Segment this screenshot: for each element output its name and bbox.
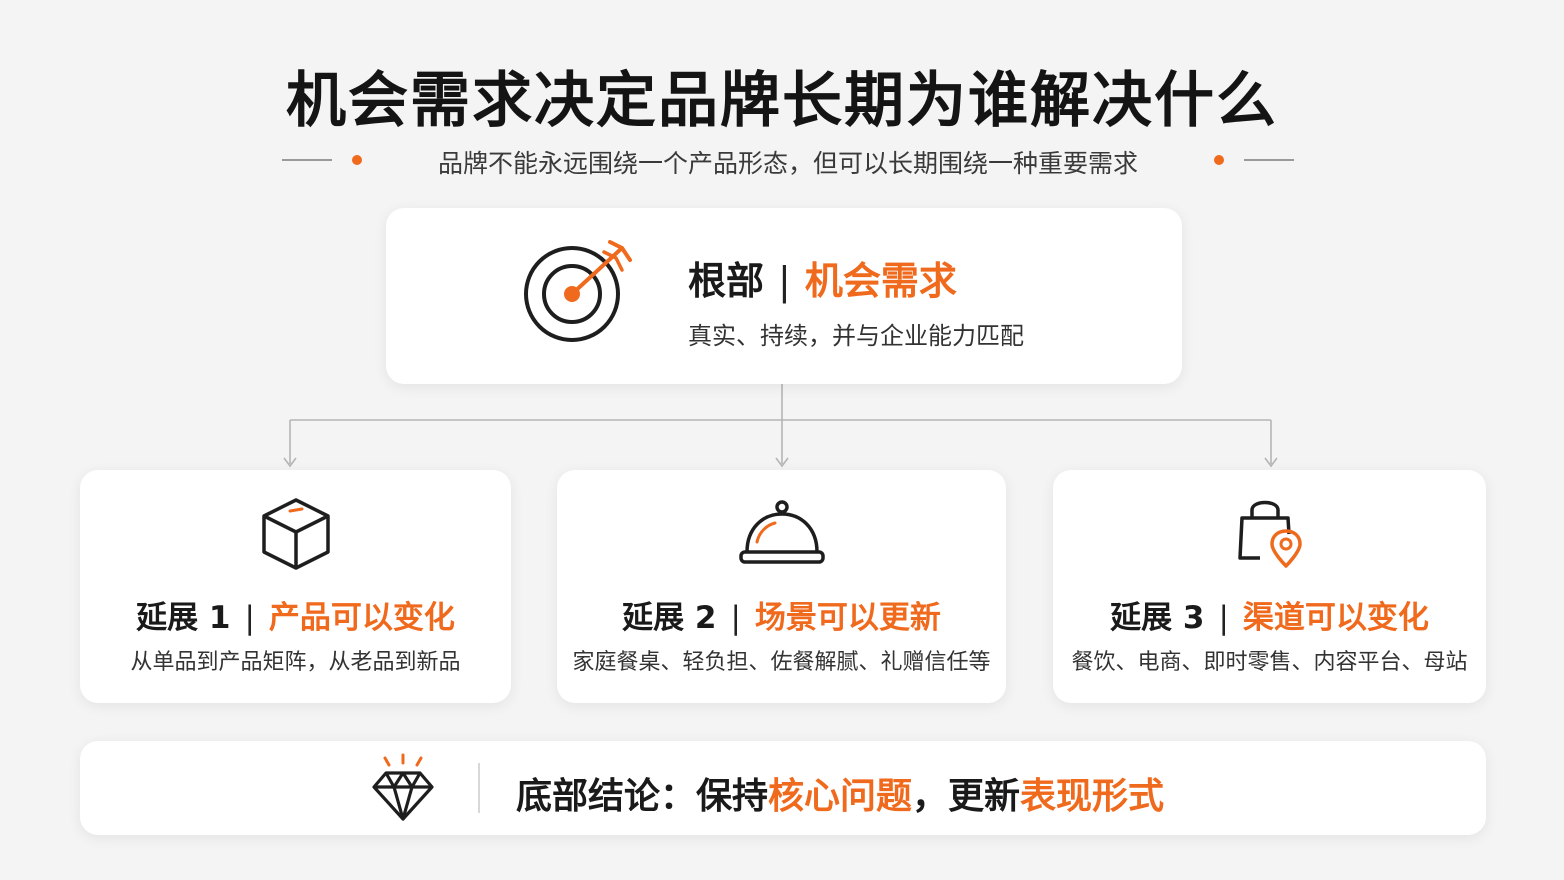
root-heading: 根部 | 机会需求 [688,250,957,305]
extension-card-1: 延展 1 | 产品可以变化 从单品到产品矩阵，从老品到新品 [80,470,511,703]
subtitle-left-dot [352,155,362,165]
cloche-icon [738,500,825,564]
extension-2-description: 家庭餐桌、轻负担、佐餐解腻、礼赠信任等 [572,650,991,675]
extension-2-heading: 延展 2 | 场景可以更新 [557,592,1006,637]
root-label: 根部 [688,259,765,303]
extension-3-heading: 延展 3 | 渠道可以变化 [1053,592,1486,637]
root-highlight: 机会需求 [804,259,957,303]
subtitle-row: 品牌不能永远围绕一个产品形态，但可以长期围绕一种重要需求 [282,142,1294,178]
extension-1-separator: | [244,600,255,636]
conclusion-highlight-1: 核心问题 [768,776,913,817]
extension-3-highlight: 渠道可以变化 [1242,600,1429,636]
conclusion-middle: ，更新 [912,776,1021,817]
page-title: 机会需求决定品牌长期为谁解决什么 [286,66,1278,136]
conclusion-highlight-2: 表现形式 [1020,776,1165,817]
box-icon [261,498,330,570]
root-description: 真实、持续，并与企业能力匹配 [688,322,1024,350]
extension-2-separator: | [730,600,741,636]
subtitle: 品牌不能永远围绕一个产品形态，但可以长期围绕一种重要需求 [437,149,1138,178]
arrowhead-left [283,457,297,468]
extension-1-description: 从单品到产品矩阵，从老品到新品 [130,650,461,675]
shopping-bag-location-icon [1237,500,1302,568]
extension-2-label: 延展 2 [622,600,717,636]
arrowhead-right [1264,457,1278,468]
conclusion-divider [478,763,480,813]
extension-1-heading: 延展 1 | 产品可以变化 [80,592,511,637]
subtitle-right-line [1244,159,1294,161]
subtitle-left-line [282,159,332,161]
root-card: 根部 | 机会需求 真实、持续，并与企业能力匹配 [386,208,1182,384]
extension-1-label: 延展 1 [136,600,231,636]
extension-2-highlight: 场景可以更新 [754,600,941,636]
extension-1-highlight: 产品可以变化 [268,600,455,636]
arrowhead-center [775,457,789,468]
extension-3-label: 延展 3 [1110,600,1205,636]
conclusion-prefix: 底部结论：保持 [516,776,769,817]
conclusion-text: 底部结论：保持核心问题，更新表现形式 [516,767,1164,819]
root-separator: | [778,259,791,303]
conclusion-card: 底部结论：保持核心问题，更新表现形式 [80,741,1486,835]
extension-3-separator: | [1218,600,1229,636]
diamond-icon [372,753,434,821]
extension-card-3: 延展 3 | 渠道可以变化 餐饮、电商、即时零售、内容平台、母站 [1053,470,1486,703]
subtitle-right-dot [1214,155,1224,165]
extension-card-2: 延展 2 | 场景可以更新 家庭餐桌、轻负担、佐餐解腻、礼赠信任等 [557,470,1006,703]
extension-3-description: 餐饮、电商、即时零售、内容平台、母站 [1071,650,1468,675]
target-arrow-icon [524,240,632,342]
